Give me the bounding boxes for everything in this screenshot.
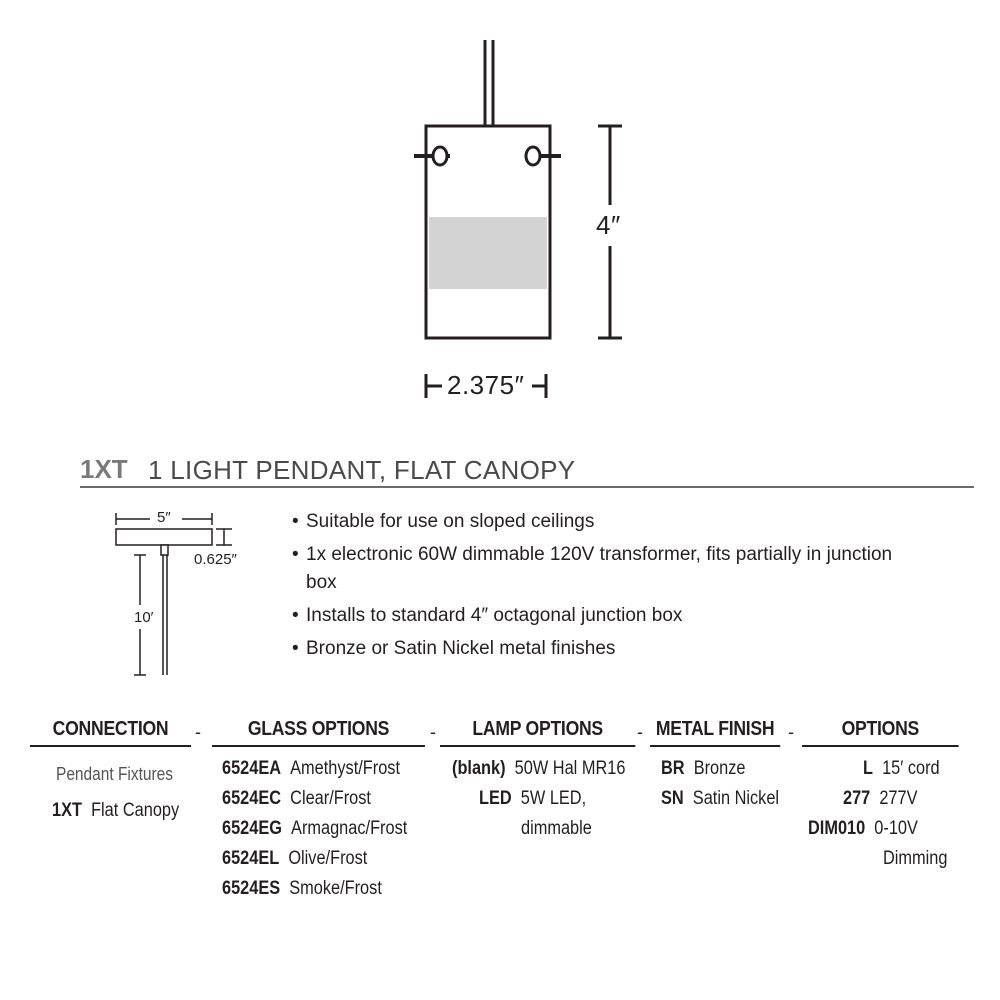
- glass-heading: GLASS OPTIONS: [212, 718, 425, 747]
- column-separator: -: [788, 722, 794, 742]
- list-item: 6524EL Olive/Frost: [222, 848, 368, 869]
- lamp-heading: LAMP OPTIONS: [440, 718, 636, 747]
- list-item: 6524EG Armagnac/Frost: [222, 818, 408, 839]
- feature-list: Suitable for use on sloped ceilings 1x e…: [292, 508, 912, 668]
- fixture-drawing: 4″ 2.375″: [0, 0, 1000, 420]
- feature-item: 1x electronic 60W dimmable 120V transfor…: [292, 541, 912, 597]
- connection-heading: CONNECTION: [30, 718, 192, 747]
- fixture-outline: [414, 40, 622, 398]
- product-title: 1 LIGHT PENDANT, FLAT CANOPY: [148, 455, 576, 485]
- options-heading: OPTIONS: [802, 718, 959, 747]
- list-item-continuation: Dimming: [883, 848, 948, 869]
- list-item: 277 277V: [843, 788, 918, 809]
- list-item-continuation: dimmable: [521, 818, 592, 839]
- feature-item: Suitable for use on sloped ceilings: [292, 508, 912, 536]
- list-item: 6524ES Smoke/Frost: [222, 878, 382, 899]
- product-code: 1XT: [80, 454, 128, 484]
- product-title-row: 1XT 1 LIGHT PENDANT, FLAT CANOPY: [80, 452, 974, 488]
- list-item: 6524EA Amethyst/Frost: [222, 758, 401, 779]
- column-separator: -: [637, 722, 643, 742]
- lamp-column: LAMP OPTIONS: [440, 718, 662, 747]
- column-separator: -: [430, 722, 436, 742]
- feature-item: Installs to standard 4″ octagonal juncti…: [292, 602, 912, 630]
- finish-column: METAL FINISH: [650, 718, 798, 747]
- list-item: SN Satin Nickel: [661, 788, 780, 809]
- feature-item: Bronze or Satin Nickel metal finishes: [292, 635, 912, 663]
- list-item: L 15′ cord: [863, 758, 940, 779]
- list-item: (blank) 50W Hal MR16: [452, 758, 626, 779]
- list-item: BR Bronze: [661, 758, 746, 779]
- options-column: OPTIONS: [802, 718, 980, 747]
- cord-length-label: 10′: [134, 609, 154, 626]
- list-item: 1XT Flat Canopy: [52, 800, 180, 821]
- canopy-height-label: 0.625″: [194, 551, 237, 568]
- canopy-width-label: 5″: [157, 509, 171, 526]
- list-item: LED 5W LED,: [479, 788, 587, 809]
- connection-column: CONNECTION: [30, 718, 213, 747]
- finish-heading: METAL FINISH: [650, 718, 781, 747]
- glass-column: GLASS OPTIONS: [212, 718, 454, 747]
- width-dimension-label: 2.375″: [447, 370, 525, 400]
- column-separator: -: [195, 722, 201, 742]
- canopy-drawing: 5″ 0.625″ 10′: [100, 505, 260, 685]
- list-item: 6524EC Clear/Frost: [222, 788, 371, 809]
- list-item: DIM010 0-10V: [808, 818, 918, 839]
- connection-subheading: Pendant Fixtures: [56, 764, 174, 784]
- canopy-outline: [115, 513, 232, 676]
- height-dimension-label: 4″: [596, 210, 621, 240]
